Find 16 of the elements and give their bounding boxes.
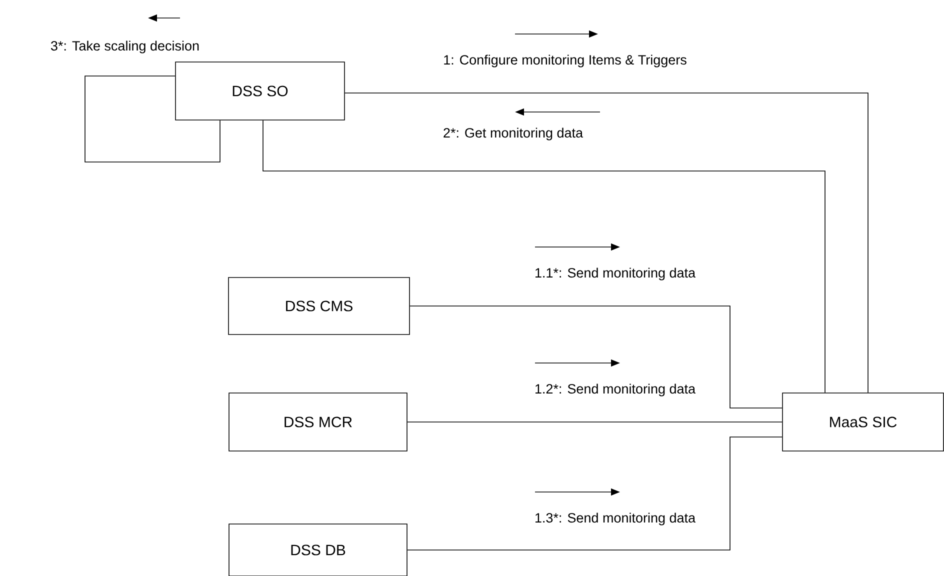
edge-label: 1.1*: Send monitoring data: [533, 266, 697, 282]
process-box: DSS DB: [228, 524, 408, 576]
process-box: DSS SO: [175, 62, 345, 120]
edge-label: 2*: Get monitoring data: [442, 126, 584, 142]
edge-label: 1.2*: Send monitoring data: [533, 382, 697, 398]
connector: [407, 436, 782, 550]
connector: [262, 120, 826, 393]
edge-label: 3*: Take scaling decision: [49, 40, 201, 54]
connector: [344, 92, 868, 393]
connector: [84, 76, 220, 162]
process-box: MaaS SIC: [782, 392, 944, 452]
process-box: DSS CMS: [228, 277, 410, 335]
edge-label: 1.3*: Send monitoring data: [533, 512, 697, 526]
edge-label: 1: Configure monitoring Items & Triggers: [442, 54, 688, 68]
process-box: DSS MCR: [228, 392, 408, 452]
connector: [410, 306, 782, 408]
